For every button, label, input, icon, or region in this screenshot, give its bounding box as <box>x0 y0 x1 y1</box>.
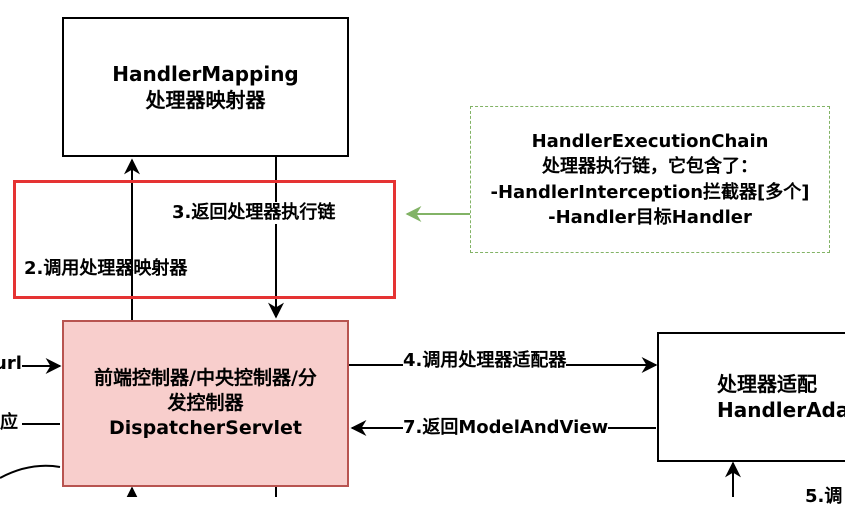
handler-mapping-box: HandlerMapping 处理器映射器 <box>62 17 349 157</box>
chain-note-line1: HandlerExecutionChain <box>531 131 769 153</box>
chain-note-line2: 处理器执行链，它包含了： <box>542 156 758 178</box>
dispatcher-box: 前端控制器/中央控制器/分 发控制器 DispatcherServlet <box>62 320 349 487</box>
handler-mapping-subtitle: 处理器映射器 <box>145 88 266 112</box>
label-step5: 5.调 <box>805 486 843 507</box>
handler-mapping-title: HandlerMapping <box>112 62 299 86</box>
label-step2: 2.调用处理器映射器 <box>24 258 188 279</box>
label-step4: 4.调用处理器适配器 <box>403 350 567 372</box>
label-step3: 3.返回处理器执行链 <box>172 202 336 224</box>
adapter-line1: 处理器适配 <box>717 372 817 396</box>
dispatcher-line3: DispatcherServlet <box>109 416 302 439</box>
dispatcher-line2: 发控制器 <box>167 392 244 415</box>
highlight-frame <box>13 180 396 299</box>
label-step7: 7.返回ModelAndView <box>403 417 609 439</box>
curve-bottom-left <box>0 464 61 479</box>
chain-note-line4: -Handler目标Handler <box>548 206 752 228</box>
label-url: url <box>0 353 22 374</box>
chain-note-box: HandlerExecutionChain 处理器执行链，它包含了： -Hand… <box>470 106 830 253</box>
dispatcher-line1: 前端控制器/中央控制器/分 <box>94 367 317 390</box>
label-response: 应 <box>0 412 18 433</box>
chain-note-line3: -HandlerInterception拦截器[多个] <box>490 181 810 203</box>
adapter-box: 处理器适配 HandlerAda <box>657 332 845 462</box>
adapter-line2: HandlerAda <box>717 398 845 422</box>
